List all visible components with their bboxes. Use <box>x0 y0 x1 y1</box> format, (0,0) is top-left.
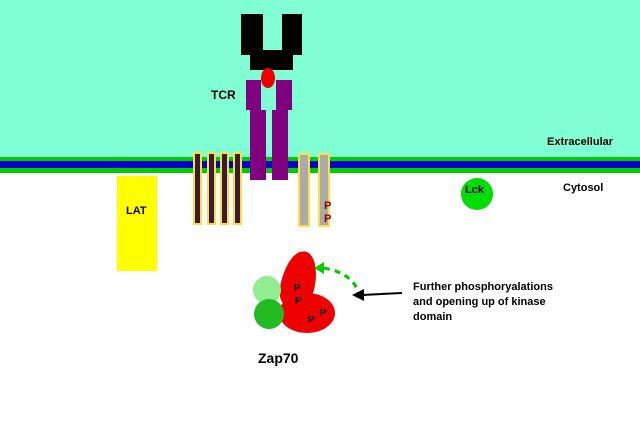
zap70-phospho-2: P <box>295 296 302 307</box>
annotation-line-2: and opening up of kinase <box>413 296 546 308</box>
annotation-line-3: domain <box>413 311 452 323</box>
zap70-sh2-light <box>253 276 281 304</box>
zap70-complex <box>253 251 360 333</box>
tcr-label: TCR <box>211 88 236 102</box>
zap70-phospho-4: P <box>320 308 327 319</box>
annotation-arrow <box>352 289 403 301</box>
phospho-label-chain-2: P <box>324 213 331 225</box>
extracellular-region <box>0 0 640 159</box>
zap70-phospho-3: P <box>308 315 315 326</box>
lat-block <box>117 176 157 271</box>
zeta-chains-phosphorylated <box>298 153 330 227</box>
tcr-receptor <box>241 14 302 180</box>
lat-label: LAT <box>126 205 147 217</box>
dashed-green-arrow <box>320 266 360 299</box>
annotation-line-1: Further phosphoryalations <box>413 281 553 293</box>
zap70-label: Zap70 <box>258 350 299 366</box>
zap70-sh2-dark <box>254 299 284 329</box>
lck-circle <box>461 178 493 210</box>
cytosol-label: Cytosol <box>563 182 603 194</box>
cd3-chains-unphosphorylated <box>193 152 242 225</box>
lck-label: Lck <box>465 184 485 196</box>
phospho-label-chain-1: P <box>324 200 331 212</box>
zap70-phospho-1: P <box>294 283 301 294</box>
extracellular-label: Extracellular <box>547 136 614 148</box>
